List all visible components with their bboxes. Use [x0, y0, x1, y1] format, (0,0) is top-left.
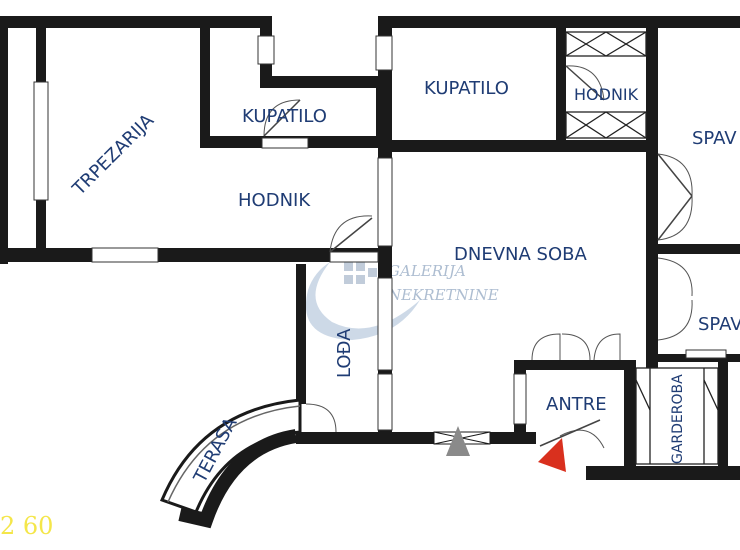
window-dnevna-3: [377, 373, 393, 431]
label-antre: ANTRE: [546, 394, 607, 415]
watermark: GALERIJA NEKRETNINE: [305, 262, 499, 340]
label-dnevna-soba: DNEVNA SOBA: [454, 244, 587, 265]
watermark-line1: GALERIJA: [388, 262, 466, 280]
window-antre: [513, 373, 527, 425]
watermark-logo-icon: [344, 262, 377, 284]
window-hodnik-bottom: [91, 247, 159, 263]
label-spavaca-1: SPAV: [692, 128, 737, 149]
label-kupatilo-small: KUPATILO: [242, 106, 327, 127]
room-labels: TRPEZARIJA KUPATILO KUPATILO HODNIK HODN…: [68, 78, 740, 487]
watermark-line2: NEKRETNINE: [387, 286, 499, 304]
view-direction-icon: [446, 426, 470, 456]
window-garderoba: [685, 349, 727, 359]
label-lodja: LOĐA: [334, 328, 355, 378]
window-kupatilo-top: [329, 251, 379, 263]
hodnik-cabinet: [565, 31, 647, 139]
window-kupatilo-large: [375, 35, 393, 71]
window-dnevna-2: [377, 277, 393, 371]
label-hodnik-top: HODNIK: [574, 85, 639, 104]
windows: [33, 35, 727, 431]
entrance-arrow-icon: [538, 438, 566, 472]
label-kupatilo-large: KUPATILO: [424, 78, 509, 99]
label-trpezarija: TRPEZARIJA: [68, 110, 159, 201]
label-garderoba: GARDEROBA: [670, 374, 686, 464]
window-kupatilo-small: [257, 35, 275, 65]
garderoba-cabinet: [635, 367, 719, 465]
label-hodnik-main: HODNIK: [238, 190, 311, 211]
doors: [263, 65, 693, 449]
scale-text: 2 60: [0, 512, 53, 540]
window-trpezarija: [33, 81, 49, 201]
window-kupatilo-small-bottom: [261, 137, 309, 149]
label-spavaca-2: SPAV: [698, 314, 740, 335]
window-dnevna-1: [377, 157, 393, 247]
terasa-outline: [159, 398, 302, 529]
